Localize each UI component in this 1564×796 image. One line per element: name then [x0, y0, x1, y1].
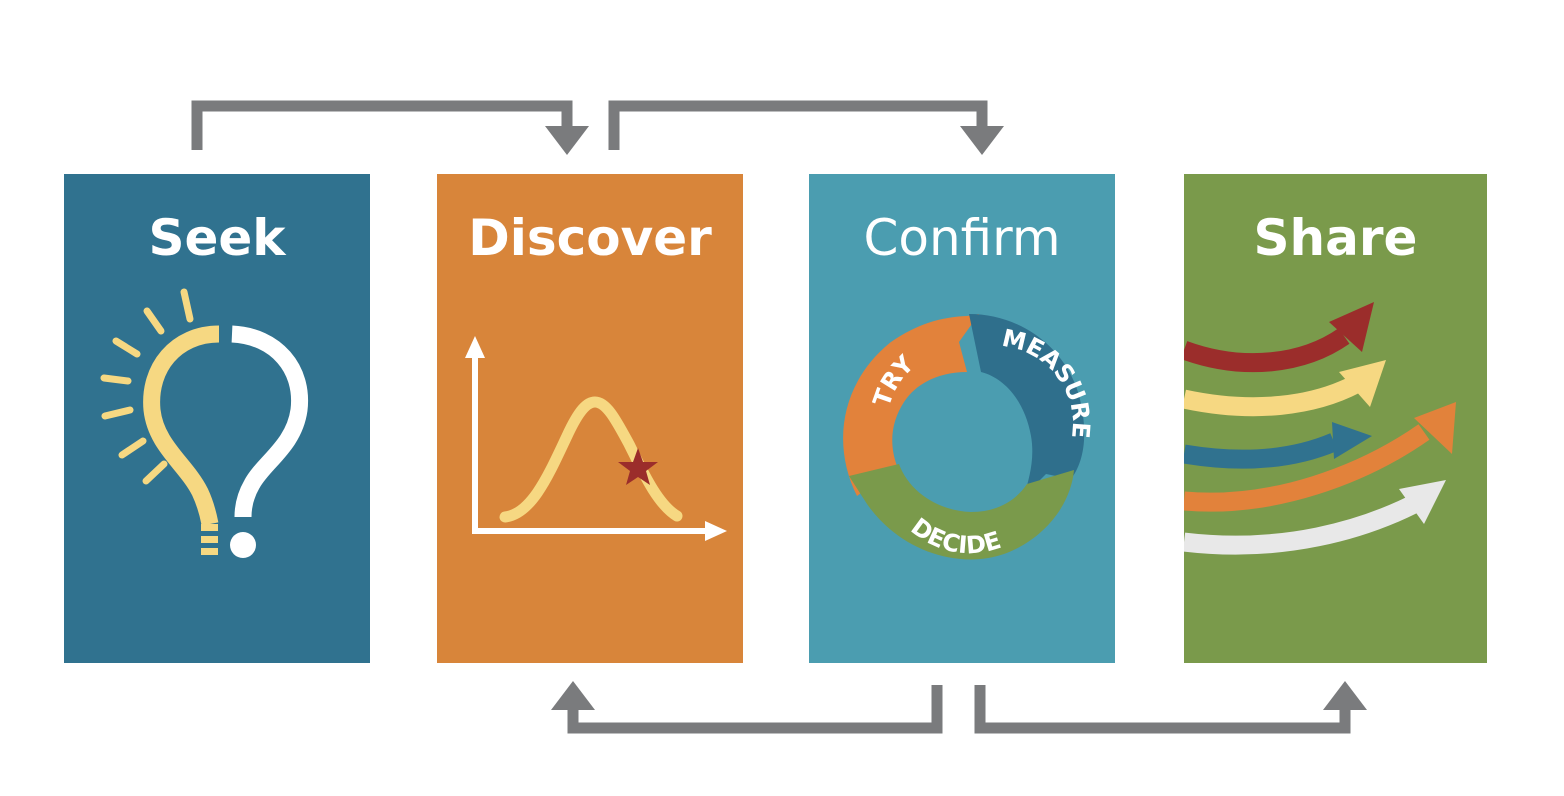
stage-card-discover: Discover — [437, 174, 743, 663]
stage-title-discover: Discover — [468, 209, 712, 267]
confirm-to-share-connector — [974, 685, 1351, 734]
stage-card-confirm: TRY MEASURE DECIDE Confirm — [809, 174, 1115, 663]
stage-card-seek: Seek — [64, 174, 370, 663]
arrowhead-down-icon — [960, 126, 1004, 155]
discover-to-confirm-connector — [608, 100, 988, 150]
bell-curve-star-icon — [465, 336, 727, 541]
arrowhead-up-icon — [1323, 681, 1367, 710]
lightbulb-question-icon — [100, 288, 309, 558]
confirm-to-discover-connector — [567, 685, 943, 734]
arrowhead-down-icon — [545, 126, 589, 155]
stage-title-confirm: Confirm — [863, 209, 1061, 267]
stage-title-share: Share — [1253, 209, 1418, 267]
stage-title-seek: Seek — [148, 209, 286, 267]
star-icon — [618, 448, 658, 485]
spreading-arrows-icon — [1184, 302, 1456, 555]
arrowhead-up-icon — [551, 681, 595, 710]
cycle-icon: TRY MEASURE DECIDE — [843, 314, 1095, 560]
stage-card-share: Share — [1184, 174, 1487, 663]
seek-to-discover-connector — [191, 100, 573, 150]
